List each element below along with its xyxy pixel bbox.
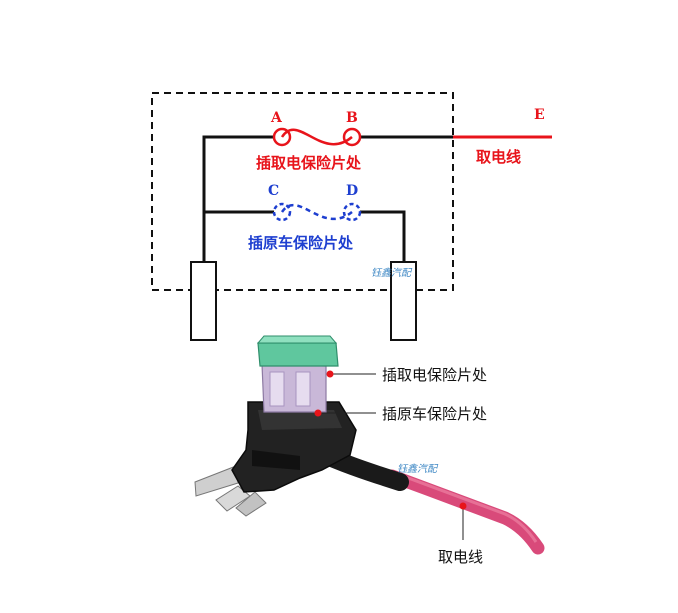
black-wire-left bbox=[202, 135, 276, 262]
label-c: C bbox=[268, 183, 279, 199]
tap-fuse-body bbox=[256, 335, 339, 367]
right-blade-terminal bbox=[390, 261, 417, 341]
original-fuse-label: 插原车保险片处 bbox=[248, 234, 354, 252]
schematic: A B C D E 插取电保险片处 插原车保险片处 取电线 钰鑫汽配 bbox=[151, 92, 552, 341]
tap-fuse-symbol bbox=[272, 127, 362, 147]
label-b: B bbox=[346, 110, 358, 126]
original-fuse-body bbox=[261, 363, 327, 413]
callout-dot-tap-fuse bbox=[326, 370, 334, 378]
fuse-tap-photo: 插取电保险片处 插原车保险片处 取电线 钰鑫汽配 bbox=[194, 335, 545, 566]
pink-wire bbox=[385, 469, 545, 555]
callout-power-wire: 取电线 bbox=[438, 548, 483, 566]
power-wire-label: 取电线 bbox=[476, 148, 521, 166]
label-e: E bbox=[534, 107, 545, 123]
callout-dot-power-wire bbox=[459, 502, 467, 510]
label-d: D bbox=[346, 183, 358, 199]
tap-fuse-label: 插取电保险片处 bbox=[256, 154, 362, 172]
callout-tap-fuse: 插取电保险片处 bbox=[382, 366, 487, 384]
dashed-enclosure bbox=[151, 92, 454, 291]
black-wire-lower-right bbox=[358, 210, 406, 262]
label-a: A bbox=[270, 110, 283, 126]
black-housing bbox=[231, 401, 357, 493]
watermark-schematic: 钰鑫汽配 bbox=[371, 267, 413, 279]
callout-original-fuse: 插原车保险片处 bbox=[382, 405, 487, 423]
left-blade-terminal bbox=[190, 261, 217, 341]
original-fuse-symbol bbox=[272, 202, 362, 222]
callout-dot-original-fuse bbox=[314, 409, 322, 417]
metal-blades bbox=[194, 465, 267, 517]
watermark-photo: 钰鑫汽配 bbox=[397, 463, 439, 475]
